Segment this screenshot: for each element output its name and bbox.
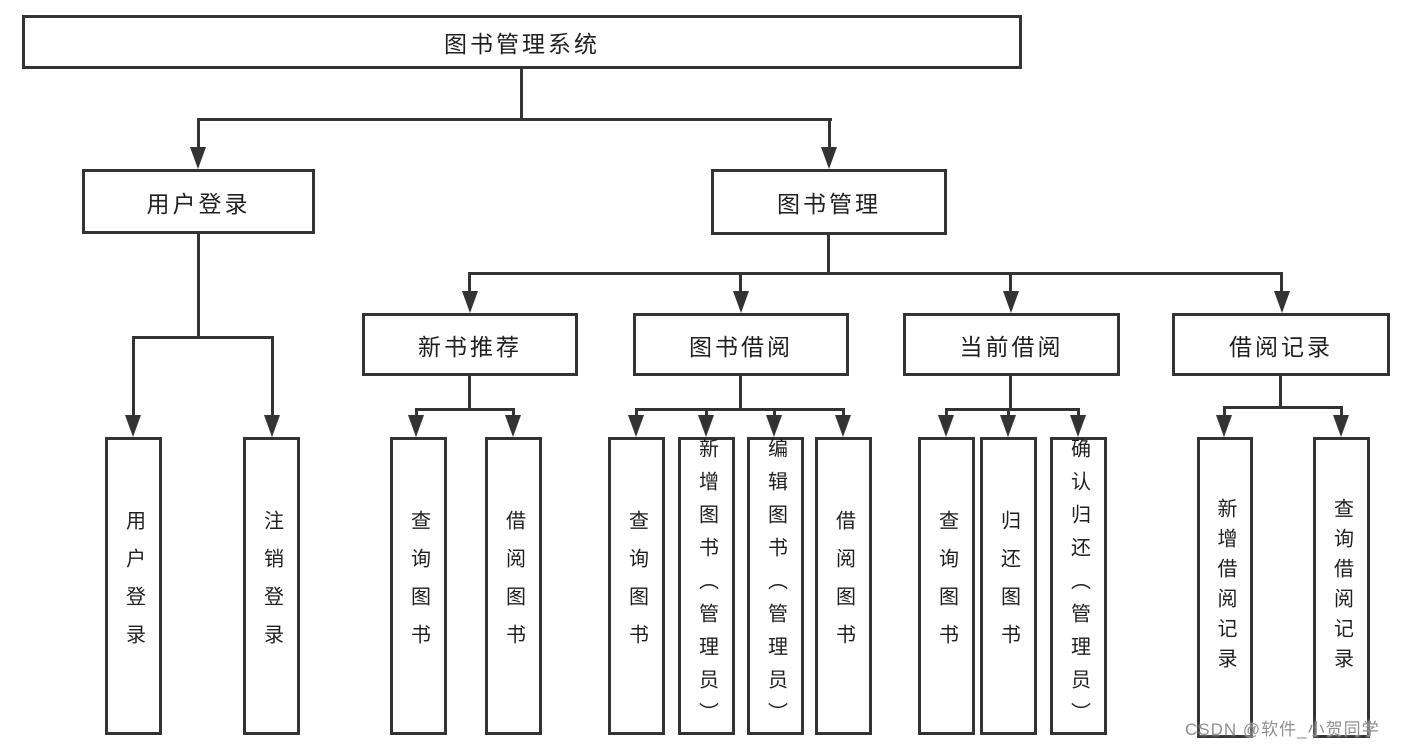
leaf-borrow-books-borrowing: 借阅图书 <box>815 437 872 735</box>
connector-segment <box>827 235 830 272</box>
leaf-borrow-books-borrowing-label: 借阅图书 <box>832 510 855 662</box>
connector-segment <box>1223 406 1226 417</box>
arrowhead <box>408 415 424 437</box>
connector-segment <box>1223 406 1343 409</box>
node-borrowing-records: 借阅记录 <box>1172 313 1390 376</box>
leaf-query-books-current-label: 查询图书 <box>935 510 958 662</box>
connector-segment <box>1279 376 1282 406</box>
arrowhead <box>1000 415 1016 437</box>
node-current-borrowing: 当前借阅 <box>903 313 1120 376</box>
leaf-query-books-recommend: 查询图书 <box>390 437 447 735</box>
leaf-query-books-recommend-label: 查询图书 <box>407 510 430 662</box>
node-new-book-recommend: 新书推荐 <box>362 313 578 376</box>
connector-segment <box>945 408 1080 411</box>
leaf-confirm-return-admin: 确认归还（管理员） <box>1050 437 1107 735</box>
connector-segment <box>197 118 200 147</box>
arrowhead <box>1003 291 1019 313</box>
leaf-query-books-current: 查询图书 <box>918 437 975 735</box>
node-library-system: 图书管理系统 <box>22 15 1022 69</box>
connector-segment <box>739 376 742 408</box>
connector-segment <box>1009 376 1012 408</box>
arrowhead <box>125 415 141 437</box>
leaf-return-books-label: 归还图书 <box>997 510 1020 662</box>
node-book-borrowing-label: 图书借阅 <box>689 333 793 360</box>
connector-segment <box>1077 408 1080 417</box>
connector-segment <box>132 336 274 339</box>
leaf-borrow-books-recommend: 借阅图书 <box>485 437 542 735</box>
arrowhead <box>1333 415 1349 437</box>
leaf-add-books-admin: 新增图书（管理员） <box>678 437 735 735</box>
connector-segment <box>415 408 418 417</box>
connector-segment <box>842 408 845 417</box>
connector-segment <box>197 234 200 336</box>
node-book-borrowing: 图书借阅 <box>633 313 849 376</box>
leaf-query-books-borrowing-label: 查询图书 <box>625 510 648 662</box>
connector-segment <box>512 408 515 417</box>
connector-segment <box>739 272 742 291</box>
connector-segment <box>415 408 515 411</box>
connector-segment <box>773 408 776 417</box>
node-book-management-label: 图书管理 <box>777 191 881 217</box>
arrowhead <box>1216 415 1232 437</box>
connector-segment <box>520 68 523 118</box>
leaf-confirm-return-admin-label: 确认归还（管理员） <box>1067 437 1090 735</box>
arrowhead <box>264 415 280 437</box>
leaf-logout-label: 注销登录 <box>260 510 283 662</box>
arrowhead <box>766 415 782 437</box>
node-current-borrowing-label: 当前借阅 <box>959 333 1064 360</box>
leaf-user-login: 用户登录 <box>105 437 162 735</box>
connector-segment <box>1007 408 1010 417</box>
node-new-book-recommend-label: 新书推荐 <box>418 333 522 360</box>
arrowhead <box>462 291 478 313</box>
connector-segment <box>132 336 135 415</box>
arrowhead <box>628 415 644 437</box>
leaf-query-borrow-record: 查询借阅记录 <box>1313 437 1370 738</box>
connector-segment <box>635 408 845 411</box>
arrowhead <box>835 415 851 437</box>
arrowhead <box>821 147 837 169</box>
leaf-add-books-admin-label: 新增图书（管理员） <box>695 437 718 735</box>
connector-segment <box>1280 272 1283 291</box>
node-user-login: 用户登录 <box>82 169 315 234</box>
connector-segment <box>197 118 832 121</box>
leaf-query-borrow-record-label: 查询借阅记录 <box>1330 497 1353 678</box>
arrowhead <box>1274 291 1290 313</box>
connector-segment <box>1009 272 1012 291</box>
connector-segment <box>705 408 708 417</box>
connector-segment <box>468 376 471 408</box>
arrowhead <box>733 291 749 313</box>
leaf-add-borrow-record: 新增借阅记录 <box>1197 437 1253 738</box>
leaf-add-borrow-record-label: 新增借阅记录 <box>1214 497 1236 678</box>
leaf-return-books: 归还图书 <box>980 437 1037 735</box>
node-book-management: 图书管理 <box>711 169 947 235</box>
leaf-query-books-borrowing: 查询图书 <box>608 437 665 735</box>
leaf-user-login-label: 用户登录 <box>122 510 145 662</box>
connector-segment <box>945 408 948 417</box>
connector-segment <box>1340 406 1343 417</box>
arrowhead <box>1070 415 1086 437</box>
leaf-edit-books-admin: 编辑图书（管理员） <box>747 437 804 735</box>
arrowhead <box>938 415 954 437</box>
leaf-logout: 注销登录 <box>243 437 300 735</box>
connector-segment <box>468 272 1283 275</box>
leaf-borrow-books-recommend-label: 借阅图书 <box>502 510 525 662</box>
connector-segment <box>468 272 471 291</box>
csdn-watermark: CSDN @软件_小贺同学 <box>1185 720 1380 739</box>
node-library-system-label: 图书管理系统 <box>444 31 600 57</box>
arrowhead <box>698 415 714 437</box>
connector-segment <box>635 408 638 417</box>
leaf-edit-books-admin-label: 编辑图书（管理员） <box>764 437 787 735</box>
arrowhead <box>190 147 206 169</box>
connector-segment <box>828 118 831 147</box>
node-user-login-label: 用户登录 <box>146 190 251 217</box>
node-borrowing-records-label: 借阅记录 <box>1229 333 1333 360</box>
connector-segment <box>271 336 274 415</box>
arrowhead <box>505 415 521 437</box>
